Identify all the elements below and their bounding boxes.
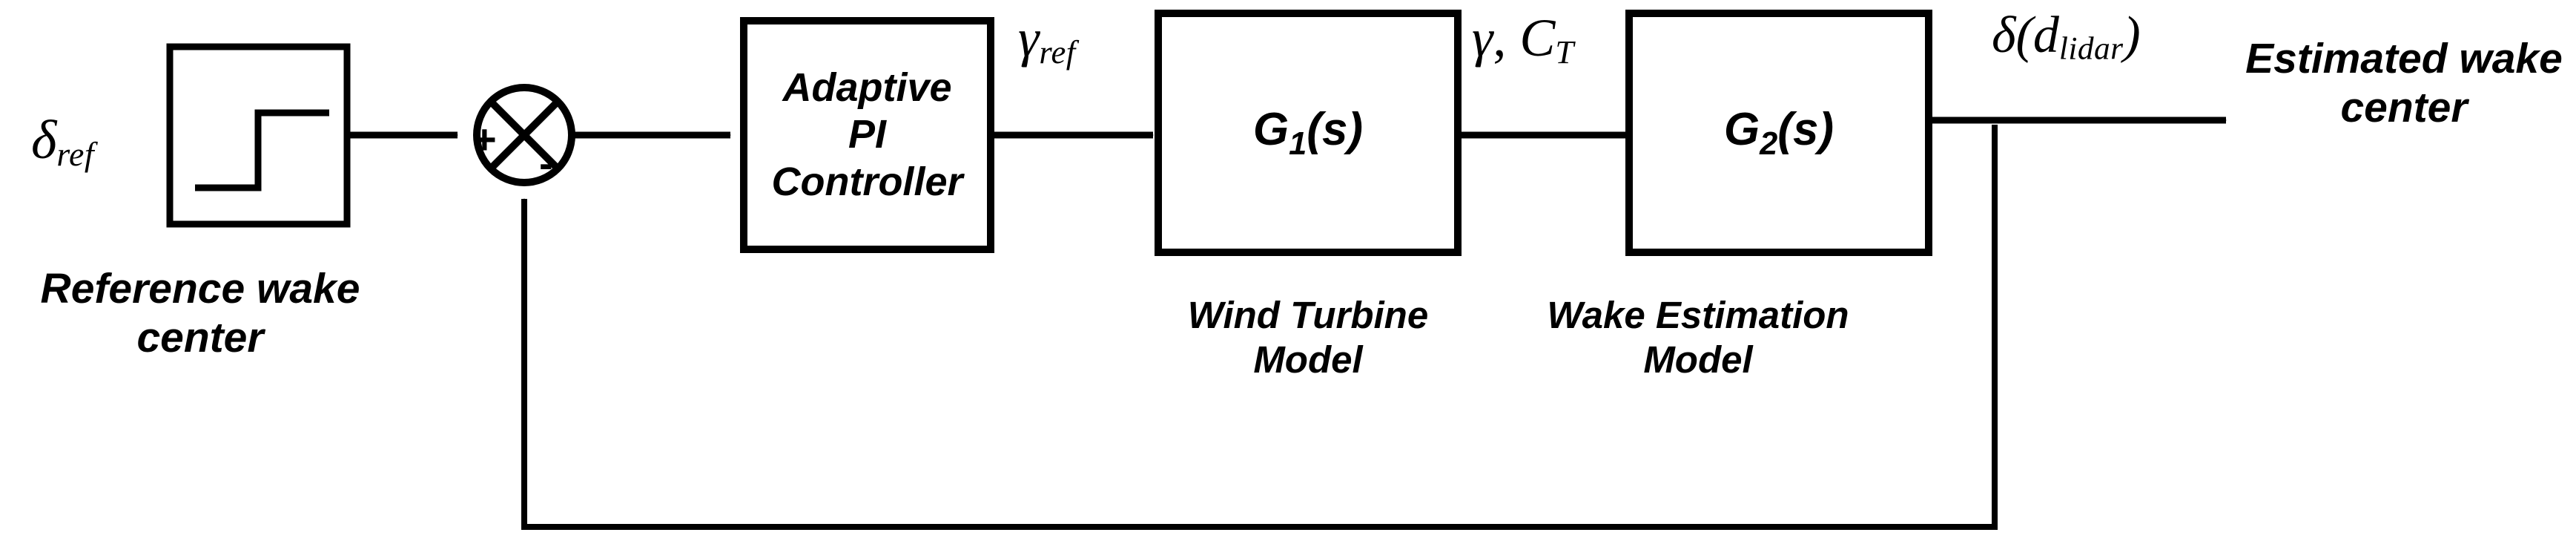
g2-argument: (s): [1777, 103, 1834, 155]
caption-line-1: Wake Estimation: [1547, 294, 1849, 336]
caption-line-2: center: [2340, 84, 2468, 132]
wind-turbine-model-block: [1155, 10, 1462, 256]
caption-estimated-wake-center: Estimated wake center: [2232, 34, 2576, 132]
comma-separator: ,: [1493, 8, 1520, 68]
controller-line-2: PI: [848, 112, 887, 157]
signal-label-delta-dlidar: δ(dlidar): [1992, 7, 2141, 66]
g1-g-glyph: G: [1252, 103, 1289, 155]
caption-line-1: Wind Turbine: [1187, 294, 1429, 336]
caption-wind-turbine-model: Wind Turbine Model: [1123, 293, 1493, 382]
caption-line-2: Model: [1643, 338, 1753, 381]
sum-minus-sign: -: [539, 140, 553, 186]
adaptive-pi-controller-label: Adaptive PI Controller: [744, 21, 991, 249]
step-source-block: [166, 43, 351, 228]
caption-line-1: Reference wake: [40, 265, 360, 312]
delta-ref-subscript: ref: [56, 135, 95, 174]
dlidar-subscript: lidar: [2058, 30, 2124, 67]
caption-line-2: center: [136, 314, 264, 362]
g2-transfer-function-label: G2(s): [1629, 13, 1929, 252]
feedback-path: [521, 125, 1998, 530]
ct-c-glyph: C: [1519, 8, 1556, 68]
gamma-glyph: γ: [1472, 8, 1493, 68]
gamma-glyph: γ: [1018, 8, 1040, 68]
caption-line-2: Model: [1253, 338, 1363, 381]
signal-label-delta-ref: δref: [31, 111, 94, 173]
wake-estimation-model-block: [1625, 10, 1932, 256]
g2-subscript: 2: [1760, 126, 1778, 162]
signal-label-gamma-ref: γref: [1018, 8, 1076, 71]
delta-close-paren: ): [2123, 7, 2141, 64]
g1-argument: (s): [1307, 103, 1364, 155]
adaptive-pi-controller-block: [740, 17, 994, 253]
delta-glyph: δ: [31, 110, 57, 171]
g1-subscript: 1: [1289, 126, 1307, 162]
caption-wake-estimation-model: Wake Estimation Model: [1513, 293, 1883, 382]
controller-line-1: Adaptive: [782, 65, 952, 111]
signal-label-gamma-ct: γ, CT: [1472, 8, 1574, 71]
g1-transfer-function-label: G1(s): [1158, 13, 1458, 252]
g2-g-glyph: G: [1723, 103, 1760, 155]
caption-reference-wake-center: Reference wake center: [0, 264, 400, 362]
sum-plus-sign: +: [472, 116, 497, 163]
gamma-ref-subscript: ref: [1039, 33, 1076, 71]
delta-open-paren: δ(: [1992, 7, 2033, 64]
controller-line-3: Controller: [771, 159, 963, 204]
ct-subscript: T: [1555, 33, 1574, 71]
step-waveform-icon: [195, 109, 329, 191]
dlidar-d-glyph: d: [2032, 7, 2059, 64]
caption-line-1: Estimated wake: [2245, 35, 2563, 82]
